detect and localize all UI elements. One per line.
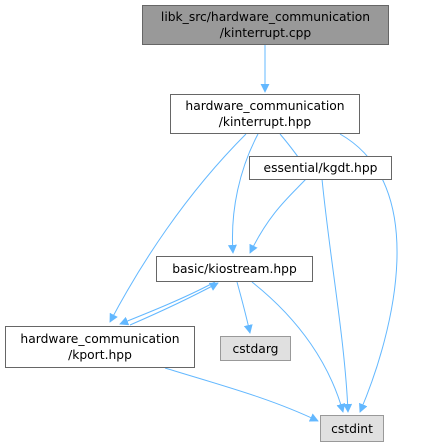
edge-kiostream-hpp-to-cstdarg	[236, 281, 253, 334]
edge-kgdt-hpp-to-kiostream-hpp	[249, 178, 307, 254]
node-cstdint-label: cstdint	[331, 421, 373, 436]
edge-kiostream-hpp-to-kport-hpp	[119, 281, 216, 326]
node-kinterrupt-hpp-line2: /kinterrupt.hpp	[218, 115, 312, 129]
node-kinterrupt-cpp-line1: libk_src/hardware_communication	[160, 10, 371, 24]
edge-kinterrupt-hpp-to-kport-hpp	[109, 133, 247, 323]
node-kgdt-hpp[interactable]: essential/kgdt.hpp	[249, 156, 392, 180]
node-kiostream-hpp[interactable]: basic/kiostream.hpp	[156, 256, 313, 282]
edge-kport-hpp-to-kiostream-hpp	[129, 282, 219, 326]
node-cstdint[interactable]: cstdint	[320, 415, 384, 442]
edge-kport-hpp-to-cstdint	[164, 367, 319, 422]
node-kinterrupt-cpp-line2: /kinterrupt.cpp	[219, 26, 312, 40]
edge-kiostream-hpp-to-cstdint	[251, 281, 346, 413]
node-kport-hpp-line2: /kport.hpp	[68, 348, 132, 362]
node-kport-hpp[interactable]: hardware_communication /kport.hpp	[5, 326, 195, 368]
node-kinterrupt-cpp[interactable]: libk_src/hardware_communication /kinterr…	[142, 5, 389, 45]
edge-kgdt-hpp-to-cstdint	[321, 178, 353, 413]
node-kport-hpp-line1: hardware_communication	[20, 332, 180, 346]
node-kiostream-hpp-label: basic/kiostream.hpp	[172, 262, 297, 276]
node-kgdt-hpp-label: essential/kgdt.hpp	[263, 161, 378, 175]
edge-kinterrupt-hpp-to-kiostream-hpp	[227, 133, 259, 254]
node-kinterrupt-hpp-line1: hardware_communication	[185, 99, 345, 113]
node-kinterrupt-hpp[interactable]: hardware_communication /kinterrupt.hpp	[170, 94, 360, 134]
node-cstdarg-label: cstdarg	[232, 341, 279, 356]
node-cstdarg[interactable]: cstdarg	[220, 336, 291, 361]
